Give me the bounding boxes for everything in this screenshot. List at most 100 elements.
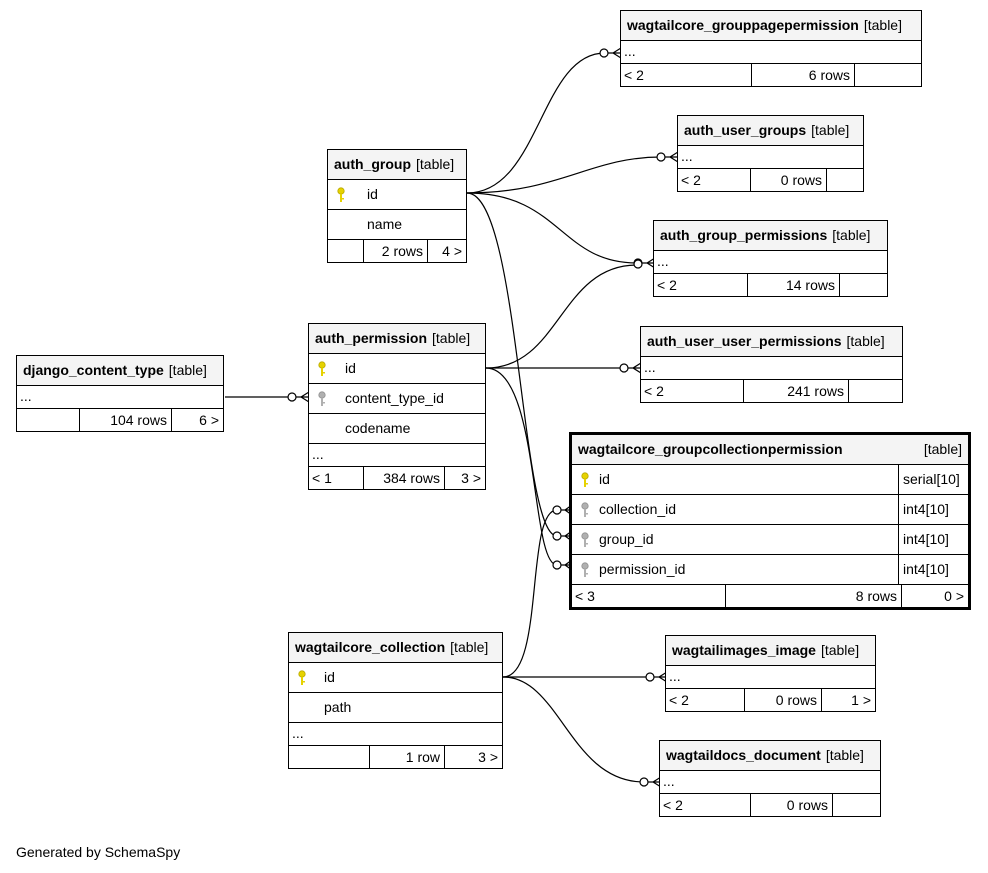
rows-count: 0 rows [750, 169, 826, 191]
table-footer: < 2 6 rows [621, 64, 921, 86]
edge-auth-group-gcp-group [466, 192, 558, 537]
columns-ellipsis: ... [641, 357, 902, 380]
table-name: wagtailimages_image [672, 642, 816, 658]
children-count [839, 274, 887, 296]
endpoint-permission [287, 391, 310, 403]
column-row[interactable]: id serial[10] [572, 465, 968, 495]
table-type: [table] [432, 330, 471, 346]
children-count: 6 > [171, 409, 223, 431]
rows-count: 384 rows [363, 467, 444, 489]
table-footer: < 2 14 rows [654, 274, 887, 296]
endpoint-grouppagepermission [599, 47, 622, 59]
column-row[interactable]: id [309, 354, 485, 384]
table-type: [table] [168, 362, 207, 378]
table-name: wagtailcore_groupcollectionpermission [578, 441, 843, 457]
table-type: [table] [416, 156, 455, 172]
column-name: name [367, 216, 403, 232]
table-type: [table] [820, 642, 860, 658]
table-name: wagtailcore_grouppagepermission [627, 17, 859, 33]
table-header: wagtailimages_image[table] [666, 636, 875, 666]
table-header: wagtailcore_grouppagepermission[table] [621, 11, 921, 41]
column-row[interactable]: id [328, 180, 466, 210]
endpoint-document [639, 776, 662, 788]
table-auth-group-permissions[interactable]: auth_group_permissions[table] ... < 2 14… [653, 220, 888, 297]
rows-count: 8 rows [725, 585, 901, 607]
column-row[interactable]: collection_id int4[10] [572, 495, 968, 525]
table-auth-group[interactable]: auth_group [table] id name 2 rows 4 > [327, 149, 467, 263]
primary-key-icon [298, 670, 306, 685]
table-header: auth_permission[table] [309, 324, 485, 354]
endpoint-user-groups [656, 151, 679, 163]
parents-count: < 2 [644, 383, 664, 399]
table-header: wagtailcore_collection[table] [289, 633, 502, 663]
column-row[interactable]: id [289, 663, 502, 693]
endpoint-image [645, 671, 668, 683]
children-count [826, 169, 863, 191]
table-django-content-type[interactable]: django_content_type[table] ... 104 rows … [16, 355, 224, 432]
children-count: 3 > [444, 467, 485, 489]
column-row[interactable]: path [289, 693, 502, 723]
table-header: django_content_type[table] [17, 356, 223, 386]
endpoint-user-permissions [619, 362, 642, 374]
table-name: wagtaildocs_document [666, 747, 821, 763]
table-header: wagtailcore_groupcollectionpermission[ta… [572, 435, 968, 465]
column-row[interactable]: name [328, 210, 466, 240]
table-name: wagtailcore_collection [295, 639, 446, 655]
table-header: auth_group [table] [328, 150, 466, 180]
column-type: int4[10] [898, 525, 968, 554]
endpoint-gcp-permission [552, 559, 573, 571]
column-type: int4[10] [898, 495, 968, 524]
table-header: auth_user_groups[table] [678, 116, 863, 146]
table-auth-user-groups[interactable]: auth_user_groups[table] ... < 2 0 rows [677, 115, 864, 192]
table-wagtaildocs-document[interactable]: wagtaildocs_document[table] ... < 2 0 ro… [659, 740, 881, 817]
table-wagtailcore-collection[interactable]: wagtailcore_collection[table] id path ..… [288, 632, 503, 769]
rows-count: 241 rows [743, 380, 848, 402]
parents-count: < 2 [624, 67, 644, 83]
children-count: 4 > [427, 240, 466, 262]
table-header: auth_group_permissions[table] [654, 221, 887, 251]
column-type: int4[10] [898, 555, 968, 584]
table-auth-permission[interactable]: auth_permission[table] id content_type_i… [308, 323, 486, 490]
generated-by-label: Generated by SchemaSpy [16, 844, 181, 860]
table-header: auth_user_user_permissions[table] [641, 327, 902, 357]
parents-count: < 2 [663, 797, 683, 813]
rows-count: 104 rows [79, 409, 171, 431]
edge-auth-group-group-permissions [466, 192, 638, 264]
table-footer: 2 rows 4 > [328, 240, 466, 262]
column-row[interactable]: permission_id int4[10] [572, 555, 968, 585]
table-footer: 104 rows 6 > [17, 409, 223, 431]
table-auth-user-user-permissions[interactable]: auth_user_user_permissions[table] ... < … [640, 326, 903, 403]
children-count [854, 64, 921, 86]
table-wagtailimages-image[interactable]: wagtailimages_image[table] ... < 2 0 row… [665, 635, 876, 712]
columns-ellipsis: ... [289, 723, 502, 746]
edge-permission-group-permissions [485, 264, 638, 369]
column-row[interactable]: codename [309, 414, 485, 444]
parents-count: < 2 [657, 277, 677, 293]
foreign-key-icon [318, 391, 326, 406]
children-count [832, 794, 880, 816]
children-count: 0 > [901, 585, 968, 607]
primary-key-icon [337, 187, 345, 202]
children-count [848, 380, 902, 402]
table-footer: 1 row 3 > [289, 746, 502, 768]
rows-count: 0 rows [750, 794, 832, 816]
column-name: id [367, 186, 378, 202]
column-row[interactable]: content_type_id [309, 384, 485, 414]
table-name: auth_group [334, 156, 411, 172]
table-footer: < 2 0 rows [678, 169, 863, 191]
columns-ellipsis: ... [666, 666, 875, 689]
table-type: [table] [811, 122, 850, 138]
table-groupcollectionpermission[interactable]: wagtailcore_groupcollectionpermission[ta… [569, 432, 971, 610]
table-footer: < 1 384 rows 3 > [309, 467, 485, 489]
table-name: django_content_type [23, 362, 164, 378]
edge-collection-document [502, 676, 645, 783]
column-name: id [599, 471, 610, 487]
column-type: serial[10] [898, 465, 968, 494]
table-footer: < 2 0 rows 1 > [666, 689, 875, 711]
parents-count: < 3 [575, 588, 595, 604]
table-grouppagepermission[interactable]: wagtailcore_grouppagepermission[table] .… [620, 10, 922, 87]
column-row[interactable]: group_id int4[10] [572, 525, 968, 555]
edge-auth-group-user-groups [466, 156, 662, 194]
edge-collection-gcp-collection [502, 509, 558, 678]
foreign-key-icon [581, 532, 589, 547]
